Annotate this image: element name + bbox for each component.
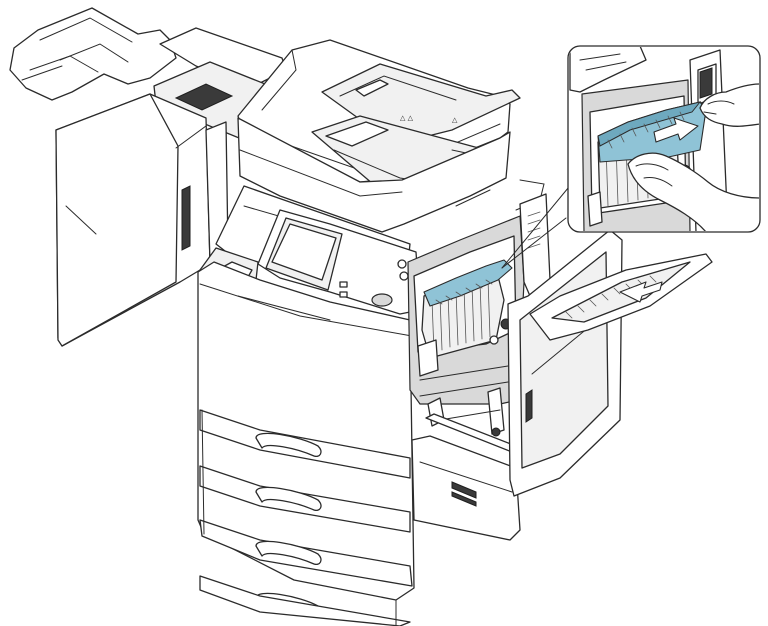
document-feeder: △ △ △ [237,39,545,233]
hand-right [699,83,759,127]
detail-callout [501,45,761,269]
svg-text:△ △: △ △ [400,114,414,122]
finisher-unit [9,7,301,347]
svg-text:△: △ [452,116,458,124]
pull-arrow [653,117,699,143]
side-door [507,229,713,497]
hand-left [627,152,759,231]
printer-body [197,185,521,626]
printer-interior [407,193,551,453]
